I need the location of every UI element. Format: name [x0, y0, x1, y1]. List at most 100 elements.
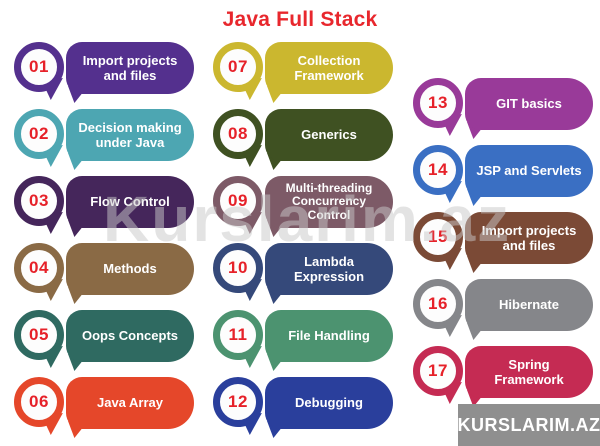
- number-circle: 16: [413, 279, 463, 329]
- curriculum-item-13: 13 GIT basics: [413, 78, 593, 139]
- topic-label: Decision making under Java: [78, 119, 182, 150]
- topic-label: Import projects and files: [481, 222, 577, 253]
- step-number-badge: 13: [413, 78, 463, 136]
- curriculum-item-07: 07 Collection Framework: [213, 42, 393, 103]
- topic-label: File Handling: [288, 328, 370, 344]
- step-number: 05: [29, 325, 49, 344]
- step-number-badge: 04: [14, 243, 64, 301]
- curriculum-item-12: 12 Debugging: [213, 377, 393, 438]
- topic-bubble: Import projects and files: [465, 212, 593, 264]
- number-circle: 02: [14, 109, 64, 159]
- brand-banner: KURSLARIM.AZ: [458, 404, 600, 446]
- step-number: 03: [29, 191, 49, 210]
- curriculum-item-14: 14 JSP and Servlets: [413, 145, 593, 206]
- curriculum-item-10: 10 Lambda Expression: [213, 243, 393, 304]
- step-number-badge: 12: [213, 377, 263, 435]
- number-circle: 06: [14, 377, 64, 427]
- step-number: 12: [228, 392, 248, 411]
- topic-bubble: Generics: [265, 109, 393, 161]
- curriculum-item-02: 02 Decision making under Java: [14, 109, 194, 170]
- topic-label: Java Array: [96, 395, 163, 411]
- step-number-badge: 08: [213, 109, 263, 167]
- number-circle: 07: [213, 42, 263, 92]
- number-circle: 10: [213, 243, 263, 293]
- topic-label: Generics: [301, 127, 357, 143]
- step-number-badge: 09: [213, 176, 263, 234]
- step-number: 10: [228, 258, 248, 277]
- topic-label: GIT basics: [496, 96, 562, 112]
- topic-bubble: Java Array: [66, 377, 194, 429]
- step-number-badge: 14: [413, 145, 463, 203]
- topic-label: Flow Control: [90, 194, 170, 210]
- curriculum-item-09: 09 Multi-threading Concurrency Control: [213, 176, 393, 237]
- topic-bubble: Debugging: [265, 377, 393, 429]
- step-number: 15: [428, 227, 448, 246]
- step-number: 04: [29, 258, 49, 277]
- step-number-badge: 07: [213, 42, 263, 100]
- curriculum-item-15: 15 Import projects and files: [413, 212, 593, 273]
- topic-label: Lambda Expression: [293, 253, 365, 284]
- step-number: 08: [228, 124, 248, 143]
- column-1: 01 Import projects and files 02 Decision…: [14, 42, 194, 438]
- topic-bubble: File Handling: [265, 310, 393, 362]
- step-number-badge: 11: [213, 310, 263, 368]
- column-2: 07 Collection Framework 08 Generics 09 M…: [213, 42, 393, 438]
- curriculum-item-06: 06 Java Array: [14, 377, 194, 438]
- number-circle: 15: [413, 212, 463, 262]
- topic-bubble: Spring Framework: [465, 346, 593, 398]
- number-circle: 09: [213, 176, 263, 226]
- topic-bubble: Collection Framework: [265, 42, 393, 94]
- topic-bubble: JSP and Servlets: [465, 145, 593, 197]
- step-number-badge: 01: [14, 42, 64, 100]
- step-number-badge: 06: [14, 377, 64, 435]
- step-number-badge: 16: [413, 279, 463, 337]
- topic-bubble: Decision making under Java: [66, 109, 194, 161]
- number-circle: 13: [413, 78, 463, 128]
- topic-label: Collection Framework: [294, 52, 364, 83]
- step-number: 09: [228, 191, 248, 210]
- topic-bubble: Lambda Expression: [265, 243, 393, 295]
- step-number: 14: [428, 160, 448, 179]
- number-circle: 04: [14, 243, 64, 293]
- number-circle: 03: [14, 176, 64, 226]
- topic-label: Spring Framework: [494, 356, 564, 387]
- curriculum-item-17: 17 Spring Framework: [413, 346, 593, 407]
- topic-bubble: Hibernate: [465, 279, 593, 331]
- curriculum-item-16: 16 Hibernate: [413, 279, 593, 340]
- number-circle: 14: [413, 145, 463, 195]
- step-number: 16: [428, 294, 448, 313]
- topic-label: Methods: [103, 261, 157, 277]
- curriculum-item-04: 04 Methods: [14, 243, 194, 304]
- brand-banner-label: KURSLARIM.AZ: [457, 414, 600, 435]
- number-circle: 05: [14, 310, 64, 360]
- topic-bubble: Import projects and files: [66, 42, 194, 94]
- curriculum-item-03: 03 Flow Control: [14, 176, 194, 237]
- curriculum-item-08: 08 Generics: [213, 109, 393, 170]
- step-number: 07: [228, 57, 248, 76]
- topic-bubble: GIT basics: [465, 78, 593, 130]
- step-number-badge: 17: [413, 346, 463, 404]
- step-number: 11: [228, 325, 248, 344]
- topic-label: Debugging: [295, 395, 363, 411]
- column-3: 13 GIT basics 14 JSP and Servlets 15 Imp…: [413, 78, 593, 407]
- topic-bubble: Flow Control: [66, 176, 194, 228]
- topic-label: Oops Concepts: [81, 328, 179, 344]
- step-number-badge: 15: [413, 212, 463, 270]
- step-number: 01: [29, 57, 49, 76]
- number-circle: 08: [213, 109, 263, 159]
- step-number-badge: 02: [14, 109, 64, 167]
- number-circle: 12: [213, 377, 263, 427]
- step-number-badge: 05: [14, 310, 64, 368]
- step-number: 02: [29, 124, 49, 143]
- curriculum-item-11: 11 File Handling: [213, 310, 393, 371]
- topic-label: Import projects and files: [82, 52, 178, 83]
- curriculum-item-05: 05 Oops Concepts: [14, 310, 194, 371]
- number-circle: 17: [413, 346, 463, 396]
- step-number: 06: [29, 392, 49, 411]
- topic-bubble: Multi-threading Concurrency Control: [265, 176, 393, 228]
- topic-label: Multi-threading Concurrency Control: [285, 180, 373, 222]
- topic-label: JSP and Servlets: [476, 163, 582, 179]
- number-circle: 01: [14, 42, 64, 92]
- step-number: 13: [428, 93, 448, 112]
